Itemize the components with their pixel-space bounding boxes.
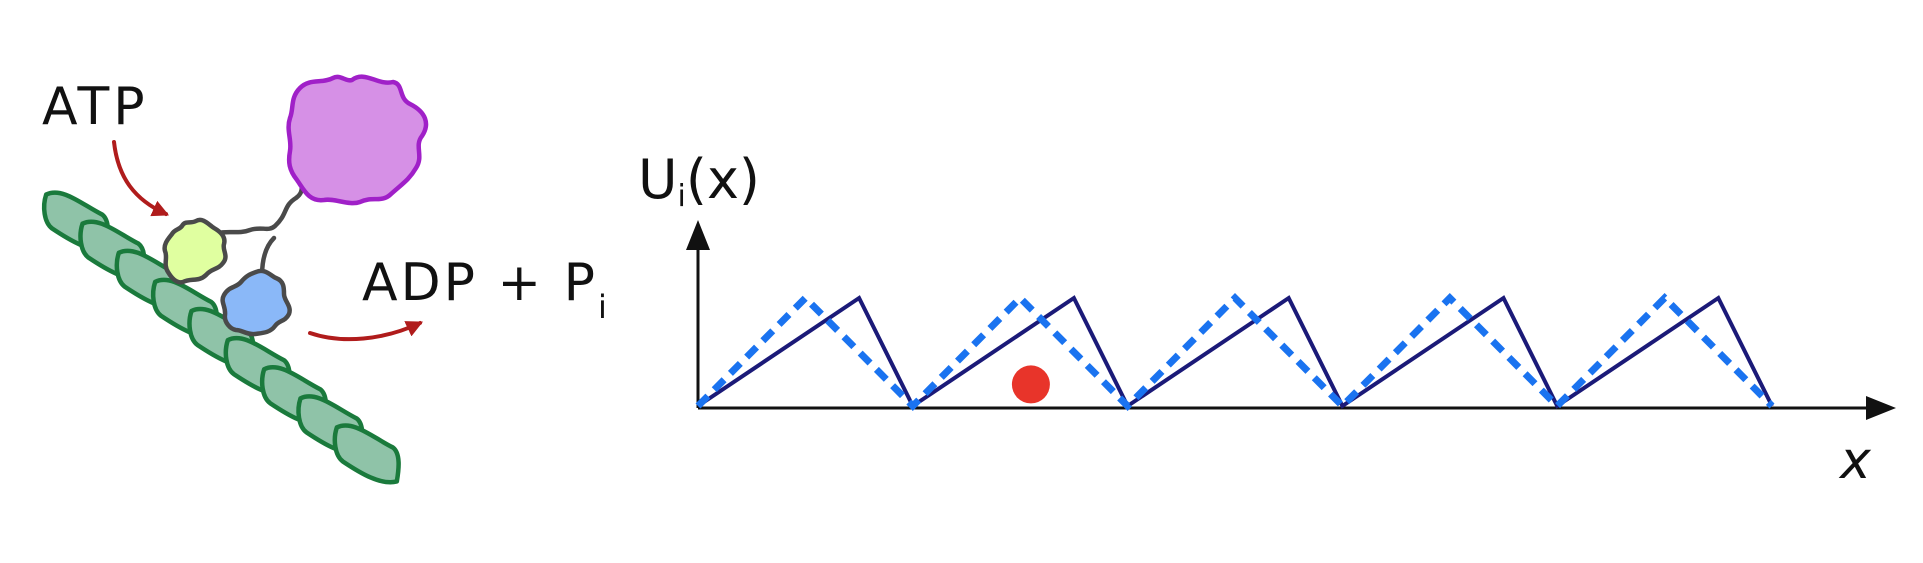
particle-group (1011, 365, 1050, 404)
y-axis-label-arg: (x) (686, 148, 760, 211)
tether-line (202, 175, 310, 244)
adp-release-arrow (308, 321, 424, 342)
atp-binding-arrow (112, 140, 170, 217)
atp-label: ATP (42, 77, 149, 137)
x-axis-arrowhead (1866, 396, 1896, 420)
potential-series-group (695, 293, 1775, 411)
pi-subscript: i (598, 288, 610, 326)
y-axis-label-main: U (638, 148, 678, 211)
adp-pi-label: ADP + Pi (362, 253, 610, 326)
potential-curve-dashed (695, 293, 1775, 411)
y-axis-arrowhead (686, 220, 710, 250)
x-axis-label: x (1838, 431, 1872, 491)
kinesin-motor-icon (162, 217, 228, 285)
brownian-particle-icon (1011, 365, 1050, 404)
potential-curve-solid (696, 295, 1774, 409)
kinesin-motor-icon (220, 268, 292, 337)
cargo-blob-icon (286, 74, 429, 206)
ratchet-potential-plot: Ui(x) x (638, 148, 1896, 491)
y-axis-label-sub: i (678, 179, 686, 214)
microtubule-filament-icon (41, 190, 401, 485)
y-axis-label: Ui(x) (638, 148, 760, 214)
adp-pi-main: ADP + P (362, 253, 598, 313)
filament-segment (332, 423, 401, 485)
